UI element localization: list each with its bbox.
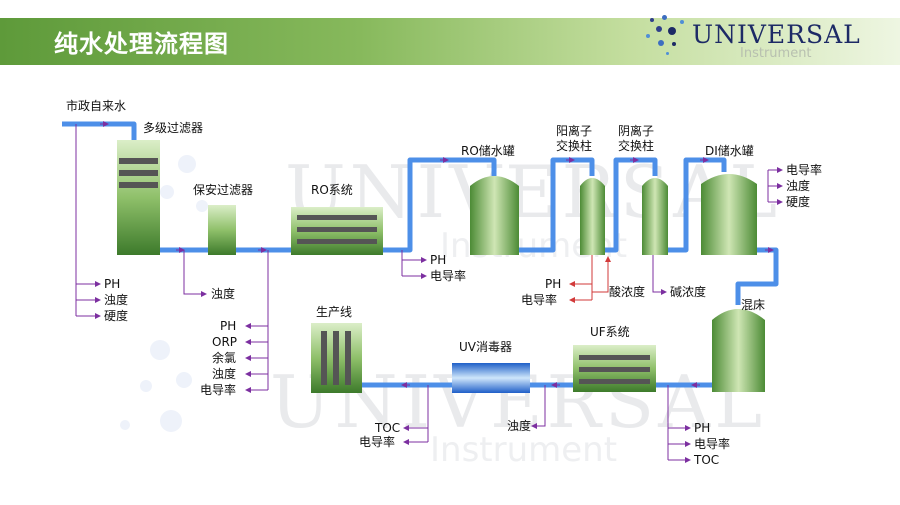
ro-tank	[470, 176, 519, 255]
uf-system	[573, 345, 656, 392]
measure-di-turbidity: 浊度	[786, 179, 811, 193]
label-source: 市政自来水	[66, 99, 127, 113]
measure-return-orp: ORP	[212, 335, 238, 349]
label-cation: 阳离子 交换柱	[555, 124, 592, 153]
mixed-bed	[712, 309, 765, 392]
measure-ro-ph: PH	[430, 253, 447, 267]
label-mixed-bed: 混床	[741, 298, 766, 312]
measure-acid: 酸浓度	[609, 285, 646, 299]
label-ro-tank: RO储水罐	[461, 144, 515, 158]
flow-arrows	[100, 121, 774, 388]
watermark-sub-bottom: Instrument	[430, 430, 618, 470]
pipe-rotank-to-cation	[518, 157, 595, 253]
di-tank	[701, 174, 757, 255]
universal-logo: UNIVERSAL Instrument	[640, 12, 880, 64]
measure-uf-toc: TOC	[694, 453, 720, 467]
measure-ro-conductivity: 电导率	[430, 269, 467, 283]
pipe-cation-to-anion	[605, 157, 658, 253]
measure-production-toc: TOC	[375, 421, 401, 435]
measure-production-conductivity: 电导率	[359, 435, 396, 449]
logo-name: UNIVERSAL	[692, 20, 861, 49]
measure-source-turbidity: 浊度	[104, 293, 129, 307]
label-multi-filter: 多级过滤器	[143, 121, 204, 135]
cation-column	[580, 178, 605, 255]
label-di-tank: DI储水罐	[705, 144, 754, 158]
measure-uf-ph: PH	[694, 421, 711, 435]
measure-source-ph: PH	[104, 277, 121, 291]
label-production: 生产线	[316, 305, 353, 319]
label-ro-system: RO系统	[311, 183, 353, 197]
label-uf-system: UF系统	[590, 325, 630, 339]
label-security-filter: 保安过滤器	[193, 183, 254, 197]
pipe-anion-to-di	[667, 157, 727, 253]
pipe-di-to-mixed	[735, 247, 779, 305]
sample-lines	[75, 124, 783, 463]
measure-di-conductivity: 电导率	[786, 163, 823, 177]
security-filter	[208, 205, 236, 255]
page-title: 纯水处理流程图	[54, 30, 229, 58]
measure-return-conductivity: 电导率	[200, 383, 237, 397]
measure-alkali: 碱浓度	[670, 285, 707, 299]
label-uv: UV消毒器	[459, 340, 512, 354]
measure-uv-turbidity: 浊度	[507, 419, 532, 433]
pipe-ro-to-rotank	[382, 157, 497, 253]
ro-system	[291, 207, 383, 255]
measure-cation-conductivity: 电导率	[521, 293, 558, 307]
measure-uf-conductivity: 电导率	[694, 437, 731, 451]
label-anion: 阴离子 交换柱	[617, 124, 654, 153]
water-pipes	[62, 121, 779, 388]
measure-return-chlorine: 余氯	[212, 351, 237, 365]
production-line	[311, 323, 362, 393]
measure-return-ph: PH	[220, 319, 237, 333]
cation-red-lines	[569, 255, 611, 303]
measure-security-turbidity: 浊度	[211, 287, 236, 301]
uv-sterilizer	[452, 363, 530, 393]
measure-di-hardness: 硬度	[786, 195, 811, 209]
pipe-source-to-multi	[62, 121, 137, 140]
multi-filter	[117, 140, 160, 255]
anion-column	[642, 178, 668, 255]
logo-subtitle: Instrument	[740, 46, 812, 61]
measure-return-turbidity: 浊度	[212, 367, 237, 381]
measure-source-hardness: 硬度	[104, 309, 129, 323]
measure-cation-ph: PH	[545, 277, 562, 291]
title-banner: 纯水处理流程图	[0, 18, 900, 65]
